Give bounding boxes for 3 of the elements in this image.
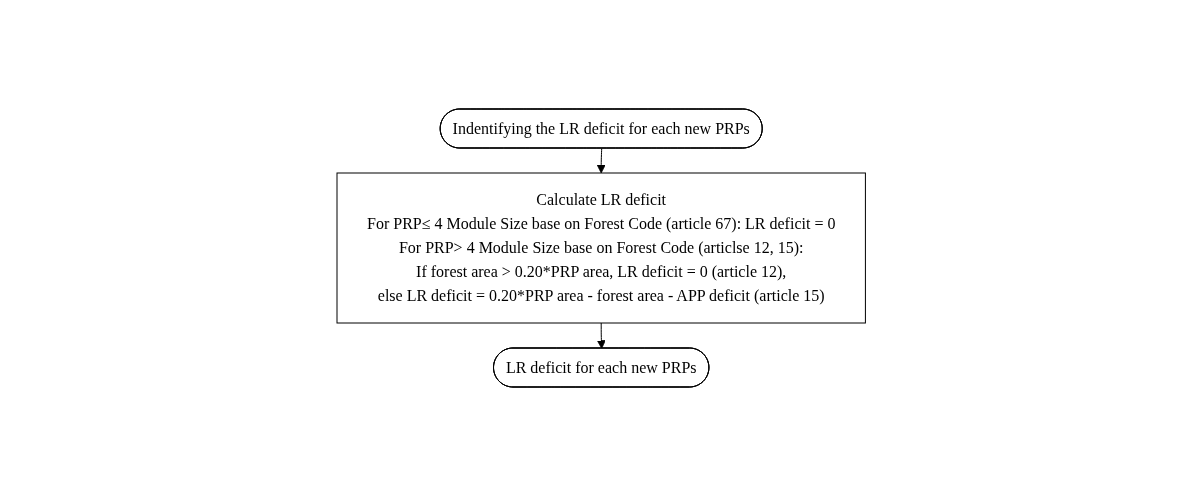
arrow: [596, 148, 606, 174]
arrow: [596, 322, 606, 349]
node-box: Calculate LR deficit For PRP≤ 4 Module Size base on Forest Code (article 67): LR deficit = 0 For PRP> 4 Module Size base on Forest Code (articlse 12, 15): If forest area > 0.20*PRP area, LR deficit = 0 (article 12), else LR deficit = 0.20*PRP area - forest area - APP deficit (article 15): [336, 172, 866, 324]
